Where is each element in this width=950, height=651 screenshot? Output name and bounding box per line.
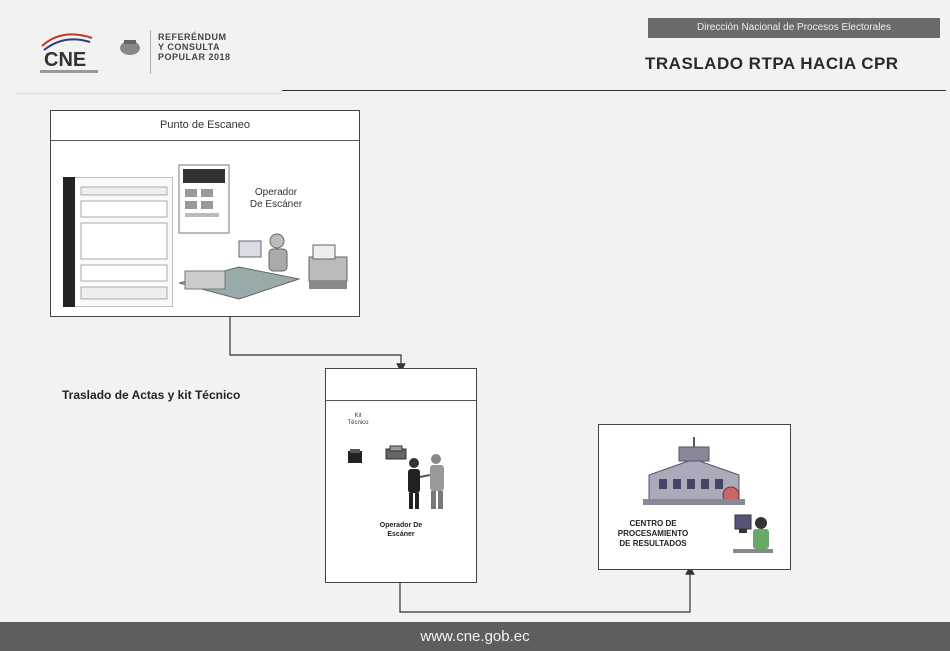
referendum-line-3: POPULAR 2018	[158, 52, 231, 62]
cpr-label: CENTRO DE PROCESAMIENTO DE RESULTADOS	[603, 519, 703, 549]
transfer-side-label: Traslado de Actas y kit Técnico	[62, 388, 241, 402]
transfer-box: Kit Técnico Operador De Escáner	[325, 368, 477, 583]
ballot-stack-icon	[177, 163, 233, 248]
scan-point-box: Punto de Escaneo Operador De Escáner	[50, 110, 360, 317]
page-title: TRASLADO RTPA HACIA CPR	[645, 54, 899, 73]
transfer-operator-label-line-2: Escáner	[387, 531, 415, 538]
header-rule	[282, 90, 946, 91]
scan-operator-label-line-1: Operador	[254, 187, 298, 198]
footer-bar: www.cne.gob.ec	[0, 622, 950, 651]
kit-label: Kit Técnico	[340, 413, 376, 427]
scan-point-title: Punto de Escaneo	[160, 119, 250, 131]
connector-transfer-to-cpr	[399, 565, 695, 613]
cne-logo: CNE	[34, 26, 130, 76]
operators-handshake-icon	[402, 451, 452, 516]
footer-url[interactable]: www.cne.gob.ec	[420, 628, 530, 645]
referendum-line-1: REFERÉNDUM	[158, 32, 227, 42]
transfer-operator-label-line-1: Operador De	[379, 522, 423, 529]
transfer-box-header	[326, 369, 476, 401]
operator-at-computer-icon	[733, 511, 773, 560]
cpr-label-line-3: DE RESULTADOS	[619, 539, 687, 548]
transfer-operator-label: Operador De Escáner	[346, 521, 456, 539]
cpr-label-line-1: CENTRO DE	[629, 519, 677, 528]
referendum-line-2: Y CONSULTA	[158, 42, 221, 52]
scan-point-title-bar: Punto de Escaneo	[51, 111, 359, 141]
connector-scan-to-transfer	[229, 317, 406, 373]
scanner-device-icon	[384, 445, 408, 468]
referendum-logo-text: REFERÉNDUM Y CONSULTA POPULAR 2018	[158, 32, 231, 62]
logo-divider	[150, 30, 151, 74]
acta-document-illustration	[62, 176, 174, 312]
department-badge: Dirección Nacional de Procesos Electoral…	[648, 18, 940, 38]
processing-center-building-icon	[639, 435, 749, 514]
scanner-operator-scene-icon	[177, 223, 355, 318]
coat-of-arms-icon	[116, 36, 144, 58]
cpr-box: CENTRO DE PROCESAMIENTO DE RESULTADOS	[598, 424, 791, 570]
kit-label-line-1: Kit	[354, 413, 362, 419]
scan-operator-label-line-2: De Escáner	[249, 199, 303, 210]
kit-label-line-2: Técnico	[347, 420, 369, 426]
cne-logo-text: CNE	[44, 49, 86, 71]
scan-operator-label: Operador De Escáner	[241, 187, 311, 211]
header-shadow	[16, 92, 282, 95]
kit-box-icon	[346, 447, 364, 470]
cpr-label-line-2: PROCESAMIENTO	[617, 529, 689, 538]
